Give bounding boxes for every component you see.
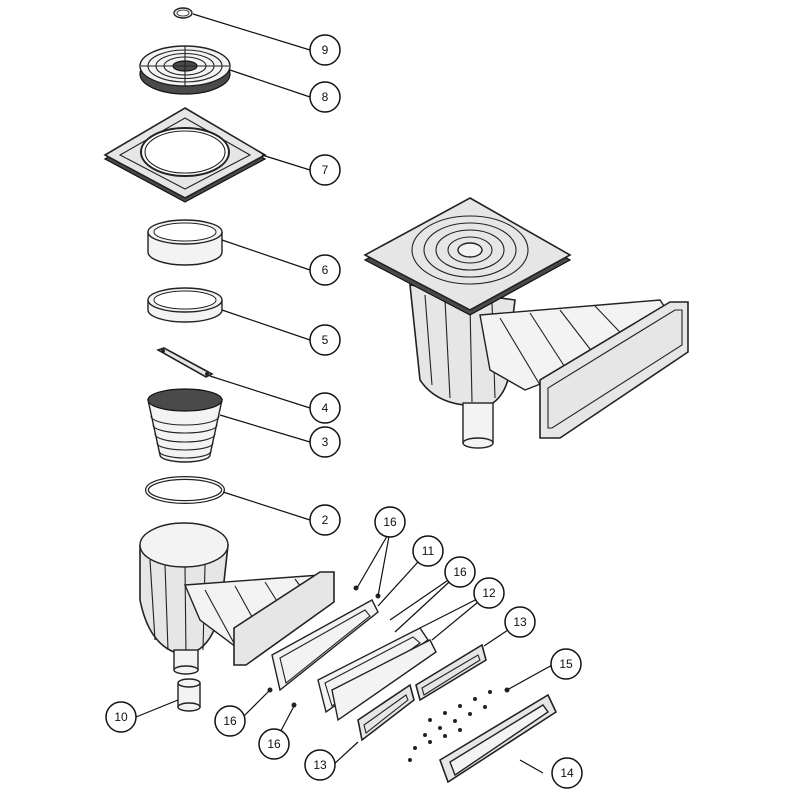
- callout-label: 6: [322, 263, 329, 277]
- part-14-faceplate: [439, 693, 558, 784]
- part-10-outlet-fitting: [177, 678, 201, 712]
- part-13-frame-b: [357, 683, 415, 742]
- callout-9: 9: [309, 34, 341, 66]
- callout-16-left: 16: [214, 705, 246, 737]
- callout-label: 8: [322, 90, 329, 104]
- part-13-frame-a: [415, 643, 487, 702]
- part-6-collar-ring: [147, 219, 223, 266]
- callout-label: 12: [482, 586, 496, 600]
- callout-3: 3: [309, 426, 341, 458]
- callout-label: 13: [513, 615, 527, 629]
- callout-7: 7: [309, 154, 341, 186]
- callout-label: 3: [322, 435, 329, 449]
- callout-label: 16: [383, 515, 397, 529]
- callout-10: 10: [105, 701, 137, 733]
- callout-14: 14: [551, 757, 583, 789]
- callout-label: 14: [560, 766, 574, 780]
- callout-8: 8: [309, 81, 341, 113]
- callout-label: 15: [559, 657, 573, 671]
- callout-label: 16: [223, 714, 237, 728]
- callout-label: 9: [322, 43, 329, 57]
- callout-label: 4: [322, 401, 329, 415]
- callout-12: 12: [473, 577, 505, 609]
- part-4-flap-bar: [156, 347, 214, 378]
- callout-16-top: 16: [374, 506, 406, 538]
- callout-label: 16: [267, 737, 281, 751]
- callout-label: 2: [322, 513, 329, 527]
- callout-5: 5: [309, 324, 341, 356]
- assembled-skimmer: [363, 197, 689, 449]
- callout-label: 11: [422, 544, 435, 558]
- part-12-gasket-b: [331, 639, 437, 722]
- callout-label: 7: [322, 163, 329, 177]
- callout-13-top: 13: [504, 606, 536, 638]
- callout-4: 4: [309, 392, 341, 424]
- callout-2: 2: [309, 504, 341, 536]
- part-7-deck-frame: [103, 107, 267, 203]
- part-11-gasket: [271, 599, 379, 692]
- callout-6: 6: [309, 254, 341, 286]
- callout-13-bottom: 13: [304, 749, 336, 781]
- skimmer-body: [139, 522, 335, 675]
- callout-15: 15: [550, 648, 582, 680]
- callout-label: 5: [322, 333, 329, 347]
- callout-label: 13: [313, 758, 327, 772]
- callout-label: 10: [114, 710, 128, 724]
- part-3-basket: [147, 388, 223, 463]
- part-9-o-ring: [173, 7, 193, 19]
- callout-11: 11: [412, 535, 444, 567]
- screws-group: [267, 585, 510, 762]
- callout-16-bottom: 16: [258, 728, 290, 760]
- part-2-gasket-ring: [145, 476, 225, 504]
- callout-16-mid: 16: [444, 556, 476, 588]
- callout-label: 16: [453, 565, 467, 579]
- part-8-round-cover: [139, 45, 231, 95]
- part-5-adapter-ring: [147, 287, 223, 323]
